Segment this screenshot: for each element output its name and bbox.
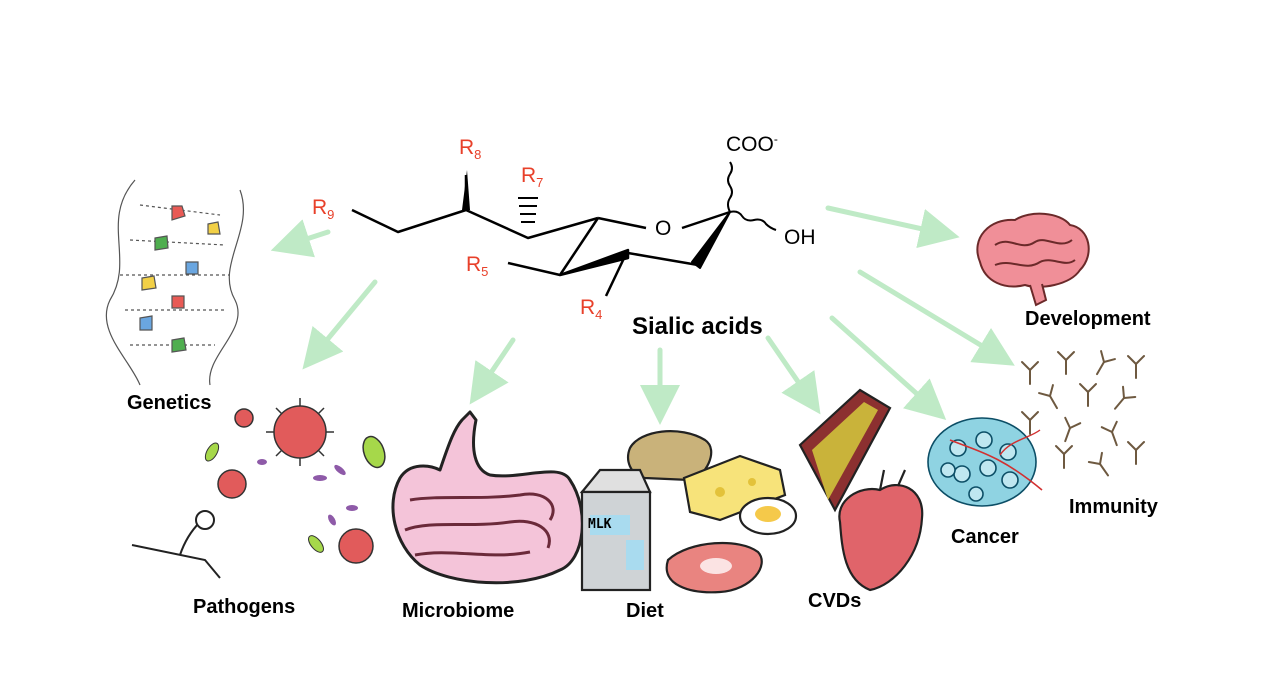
arrow-to-microbiome bbox=[469, 337, 516, 405]
milk-carton-text: MLK bbox=[588, 517, 612, 532]
arrow-to-pathogens bbox=[302, 279, 378, 370]
arrow-to-cvds bbox=[765, 335, 821, 415]
label-immunity: Immunity bbox=[1069, 496, 1158, 518]
arrow-to-cancer bbox=[829, 315, 947, 420]
arrows bbox=[270, 205, 1015, 425]
carboxylate-label: COO- bbox=[726, 132, 778, 156]
ring-oxygen-label: O bbox=[655, 217, 672, 240]
r8-label: R8 bbox=[459, 136, 482, 163]
r5-label: R5 bbox=[466, 253, 489, 280]
label-cancer: Cancer bbox=[951, 526, 1019, 548]
diet-illustration bbox=[579, 430, 798, 594]
label-diet: Diet bbox=[626, 600, 664, 622]
cvd-illustration bbox=[798, 388, 924, 592]
hydroxyl-label: OH bbox=[784, 226, 816, 249]
antibody-illustration bbox=[1021, 350, 1145, 477]
intestine-illustration bbox=[391, 410, 584, 585]
dna-illustration bbox=[105, 179, 245, 386]
label-cvds: CVDs bbox=[808, 590, 862, 612]
label-microbiome: Microbiome bbox=[402, 600, 515, 622]
arrow-to-genetics bbox=[270, 219, 331, 258]
pathogens-illustration bbox=[131, 398, 386, 579]
sialic-acid-structure bbox=[351, 161, 777, 297]
r9-label: R9 bbox=[312, 196, 335, 223]
label-development: Development bbox=[1025, 308, 1151, 330]
arrow-to-development bbox=[825, 205, 960, 249]
r4-label: R4 bbox=[580, 296, 603, 323]
label-genetics: Genetics bbox=[127, 392, 212, 414]
r7-label: R7 bbox=[521, 164, 544, 191]
brain-illustration bbox=[976, 212, 1090, 307]
center-label-sialic-acids: Sialic acids bbox=[632, 313, 763, 340]
arrow-to-immunity bbox=[857, 269, 1015, 366]
tumor-illustration bbox=[927, 417, 1043, 507]
label-pathogens: Pathogens bbox=[193, 596, 296, 618]
